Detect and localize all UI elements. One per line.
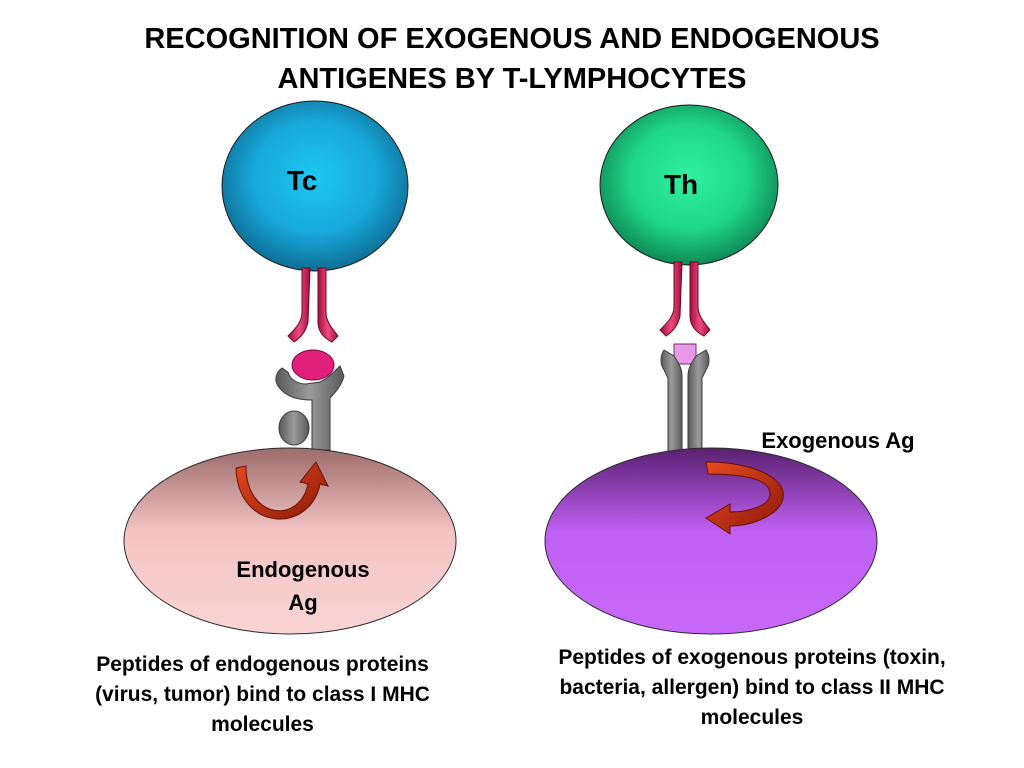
exogenous-peptide [673, 343, 697, 365]
th-cell [599, 104, 779, 266]
left-caption: Peptides of endogenous proteins (virus, … [40, 650, 485, 740]
tc-receptor [287, 267, 339, 343]
mhc-class-i [275, 365, 345, 451]
exogenous-target-cell [544, 447, 878, 635]
left-caption-line2: (virus, tumor) bind to class I MHC [95, 683, 430, 706]
right-caption: Peptides of exogenous proteins (toxin, b… [500, 643, 1004, 733]
endogenous-target-cell [123, 447, 457, 635]
right-caption-line3: molecules [700, 706, 804, 729]
endogenous-ag-label-line1: Endogenous [236, 557, 369, 582]
mhc-class-ii [660, 349, 710, 457]
title-line-1: RECOGNITION OF EXOGENOUS AND ENDOGENOUS [144, 23, 880, 55]
th-receptor [659, 261, 711, 337]
right-caption-line2: bacteria, allergen) bind to class II MHC [559, 676, 945, 699]
title-line-2: ANTIGENES BY T-LYMPHOCYTES [277, 63, 747, 95]
left-caption-line3: molecules [211, 713, 314, 736]
endogenous-processing-arrow [235, 461, 329, 520]
tc-cell [221, 100, 409, 272]
right-caption-line1: Peptides of exogenous proteins (toxin, [558, 646, 946, 669]
left-caption-line1: Peptides of endogenous proteins [96, 653, 429, 676]
th-label: Th [664, 169, 698, 200]
endogenous-peptide [291, 349, 335, 381]
tc-label: Tc [287, 165, 318, 196]
exogenous-uptake-arrow [705, 461, 784, 535]
endogenous-ag-label-line2: Ag [288, 590, 317, 615]
exogenous-ag-label: Exogenous Ag [761, 428, 914, 453]
